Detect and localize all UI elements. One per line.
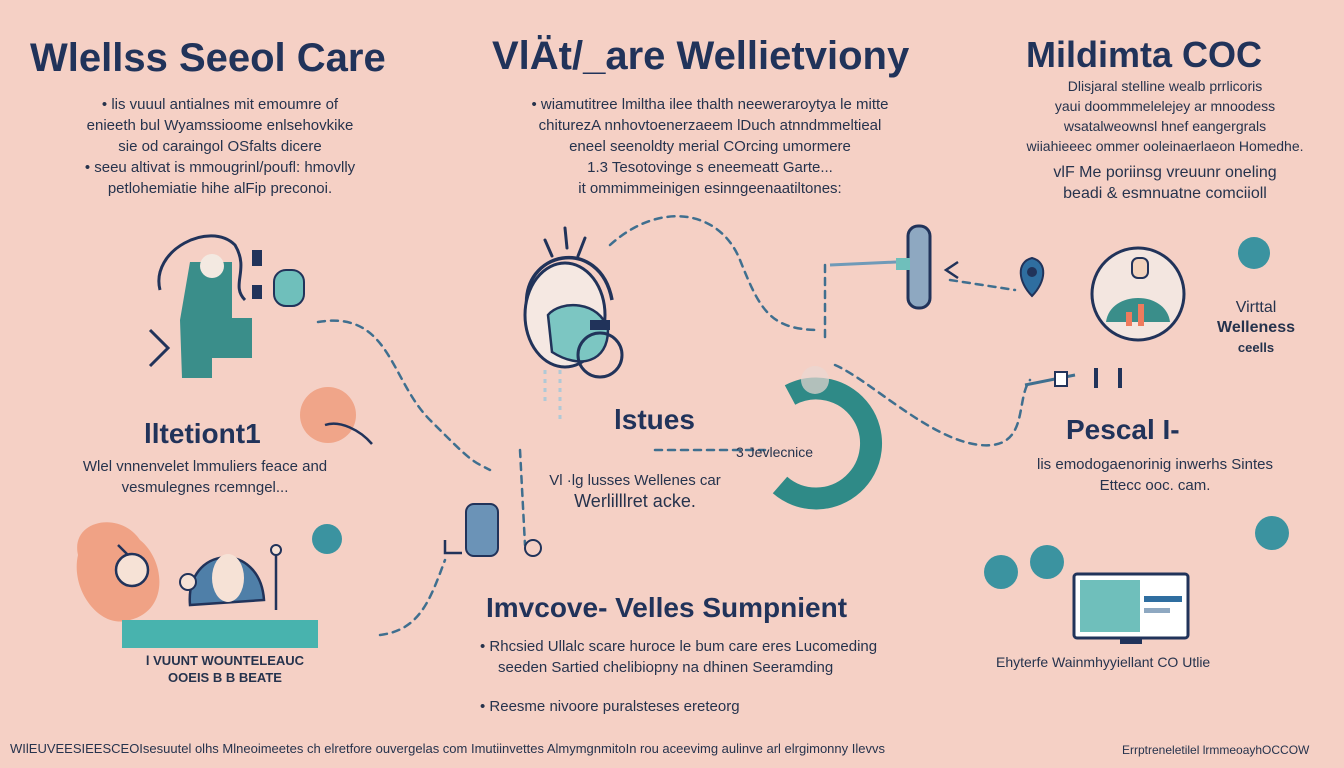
footer-left-text: WIlEUVEESIEESCEOIsesuutel olhs Mlneoimee… — [10, 741, 885, 756]
location-pin-icon — [1019, 256, 1045, 298]
text-line: Werlilllret acke. — [574, 491, 696, 511]
text-line: OOEIS B B BEATE — [168, 670, 282, 685]
text-line: vlF Me poriinsg vreuunr oneling — [1053, 164, 1277, 181]
text-line: Vl ·lg lusses Wellenes car — [549, 472, 721, 489]
badge-dot — [1255, 516, 1289, 550]
bottom-left-caption: l VUUNT WOUNTELEAUC OOEIS B B BEATE — [110, 652, 340, 686]
text-line: • Rhcsied Ullalc scare huroce le bum car… — [480, 638, 878, 655]
text-line: vesmulegnes rcemngel... — [121, 479, 289, 496]
text-line: • seeu altivat is mmougrinl/poufl: hmovl… — [84, 159, 356, 176]
connector-top-arc — [608, 215, 822, 332]
panel-center-text: • wiamutitree lmiltha ilee thalth neewer… — [480, 94, 940, 199]
intention-title: lltetiont1 — [144, 418, 261, 449]
badge-dot — [1030, 545, 1064, 579]
text-line: ceells — [1237, 340, 1275, 355]
badge-dot — [312, 524, 342, 554]
bottom-left-people-illustration — [76, 522, 318, 648]
text-line: Ettecc ooc. cam. — [1099, 477, 1211, 494]
text-line: seeden Sartied chelibiopny na dhinen See… — [498, 659, 834, 676]
text-line: Welleness — [1217, 319, 1295, 336]
footer-right-text: Errptreneletilel lrmmeoayhOCCOW — [1122, 743, 1310, 757]
text-line: it ommimmeinigen esinngeenaatiltones: — [578, 180, 842, 197]
connector-right-loop — [833, 363, 1032, 447]
teal-ring — [772, 366, 882, 510]
issues-text: Vl ·lg lusses Wellenes car Werlilllret a… — [520, 470, 750, 512]
badge-dot — [1238, 237, 1270, 269]
text-line: lis emodogaenorinig inwerhs Sintes — [1037, 456, 1273, 473]
text-line: wsatalweownsl hnef eangergrals — [1063, 118, 1267, 134]
text-line: chiturezA nnhovtoenerzaeem lDuch atnndmm… — [538, 117, 882, 134]
badge-dot — [984, 555, 1018, 589]
text-line: sie od caraingol OSfalts dicere — [118, 138, 322, 155]
panel-right-title: Mildimta COC — [1026, 34, 1263, 75]
small-device — [443, 503, 542, 557]
text-line: l VUUNT WOUNTELEAUC — [145, 653, 305, 668]
text-line: wiiahieeec ommer ooleinaerlaeon Homedhe. — [1026, 138, 1304, 154]
text-line: Wlel vnnenvelet lmmuliers feace and — [82, 458, 328, 475]
signal-indicator — [1024, 368, 1122, 388]
text-line: enieeth bul Wyamssioome enlsehovkike — [86, 117, 354, 134]
improve-title: Imvcove- Velles Sumpnient — [486, 592, 848, 623]
text-line: • lis vuuul antialnes mit emoumre of — [101, 96, 339, 113]
text-line: • Reesme nivoore puralsteses ereteorg — [480, 698, 740, 715]
capsule-device — [829, 224, 959, 310]
connector-bottom-left — [378, 558, 447, 637]
pescal-text: lis emodogaenorinig inwerhs Sintes Ettec… — [990, 454, 1320, 496]
panel-left-text: • lis vuuul antialnes mit emoumre of eni… — [40, 94, 400, 199]
text-line: petlohemiatie hihe alFip preconoi. — [107, 180, 333, 197]
panel-right-emphasis: vlF Me poriinsg vreuunr oneling beadi & … — [1000, 162, 1330, 204]
issues-title: lstues — [614, 404, 695, 435]
issues-tag: 3 Jevlecnice — [736, 444, 814, 460]
connector-issues-down — [518, 448, 527, 547]
text-line: Dlisjaral stelline wealb prrlicoris — [1067, 78, 1263, 94]
virtual-wellness-avatar — [1090, 246, 1186, 342]
panel-center-title: VlÄt/_are Wellietviony — [492, 34, 910, 78]
connector-left-to-center — [316, 319, 492, 472]
text-line: Virttal — [1235, 299, 1277, 316]
panel-left-title: Wlellss Seeol Care — [30, 36, 386, 80]
text-line: 1.3 Tesotovinge s eneemeatt Garte... — [587, 159, 833, 176]
text-line: yaui doommmelelejey ar mnoodess — [1054, 98, 1276, 114]
panel-right-text: Dlisjaral stelline wealb prrlicoris yaui… — [1000, 76, 1330, 156]
left-head-illustration — [148, 234, 305, 378]
connector-to-pin — [948, 278, 1017, 292]
monitor-icon — [1072, 572, 1190, 644]
orange-glow — [300, 387, 356, 443]
center-head-illustration — [523, 226, 624, 420]
improve-text: • Rhcsied Ullalc scare huroce le bum car… — [480, 636, 950, 717]
intention-text: Wlel vnnenvelet lmmuliers feace and vesm… — [30, 456, 380, 498]
text-line: beadi & esmnuatne comciioll — [1063, 185, 1267, 202]
bottom-right-caption: Ehyterfe Wainmhyyiellant CO Utlie — [996, 654, 1211, 670]
text-line: • wiamutitree lmiltha ilee thalth neewer… — [531, 96, 889, 113]
text-line: eneel seenoldty merial COrcing umormere — [569, 138, 851, 155]
virtual-wellness-label: Virttal Welleness ceells — [1196, 298, 1316, 358]
pescal-title: Pescal I- — [1066, 414, 1180, 445]
